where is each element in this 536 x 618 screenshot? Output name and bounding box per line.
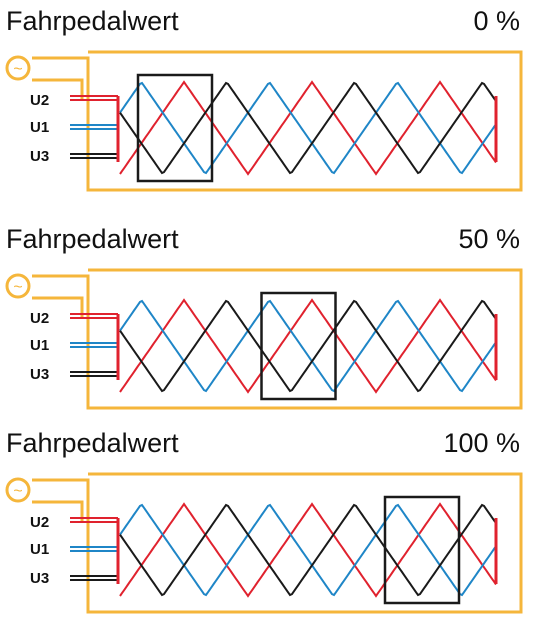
panel-value: 0 % xyxy=(473,6,520,36)
panel-value: 50 % xyxy=(458,224,520,254)
window-box xyxy=(383,495,461,605)
panel-title: Fahrpedalwert xyxy=(6,428,179,458)
ac-source-icon xyxy=(5,55,31,81)
phase-label: U3 xyxy=(30,148,49,165)
phase-label: U1 xyxy=(30,337,49,354)
window-box xyxy=(260,291,337,401)
phase-label: U3 xyxy=(30,570,49,587)
ac-source-symbol: ~ xyxy=(13,61,22,78)
phase-leads xyxy=(70,95,498,162)
panel-value: 100 % xyxy=(443,428,520,458)
phase-leads xyxy=(70,517,498,584)
phase-leads xyxy=(70,313,498,380)
waveform-diagram: ~ U2 U1 U3 xyxy=(5,472,523,614)
phase-label: U1 xyxy=(30,541,49,558)
panel-1: Fahrpedalwert 50 % ~ U2 U1 U3 xyxy=(0,218,536,410)
ac-source-symbol: ~ xyxy=(13,279,22,296)
waveform-diagram: ~ U2 U1 U3 xyxy=(5,50,523,192)
frame-outline xyxy=(32,50,523,192)
panel-title: Fahrpedalwert xyxy=(6,6,179,36)
phase-wave xyxy=(119,502,497,598)
phase-wave xyxy=(119,80,497,176)
phase-label: U1 xyxy=(30,119,49,136)
source-lead xyxy=(32,78,84,100)
source-lead xyxy=(32,500,84,522)
phase-wave xyxy=(119,299,497,393)
phase-label: U2 xyxy=(30,514,49,531)
phase-wave xyxy=(119,503,497,597)
phase-wave xyxy=(119,503,497,597)
phase-waves xyxy=(119,298,497,394)
phase-waves xyxy=(119,502,497,598)
phase-label: U3 xyxy=(30,366,49,383)
phase-waves xyxy=(119,80,497,176)
panel-0: Fahrpedalwert 0 % ~ U2 U1 U3 xyxy=(0,0,536,192)
ac-source-icon xyxy=(5,477,31,503)
source-lead xyxy=(32,296,84,318)
frame-outline xyxy=(32,472,523,614)
panel-2: Fahrpedalwert 100 % ~ U2 U1 U3 xyxy=(0,422,536,614)
phase-wave xyxy=(119,81,497,175)
window-box xyxy=(136,73,214,183)
ac-source-icon xyxy=(5,273,31,299)
phase-wave xyxy=(119,298,497,394)
frame-outline xyxy=(32,268,523,410)
panel-title: Fahrpedalwert xyxy=(6,224,179,254)
phase-wave xyxy=(119,299,497,393)
phase-wave xyxy=(119,81,497,175)
ac-source-symbol: ~ xyxy=(13,483,22,500)
waveform-diagram: ~ U2 U1 U3 xyxy=(5,268,523,410)
phase-label: U2 xyxy=(30,92,49,109)
phase-label: U2 xyxy=(30,310,49,327)
